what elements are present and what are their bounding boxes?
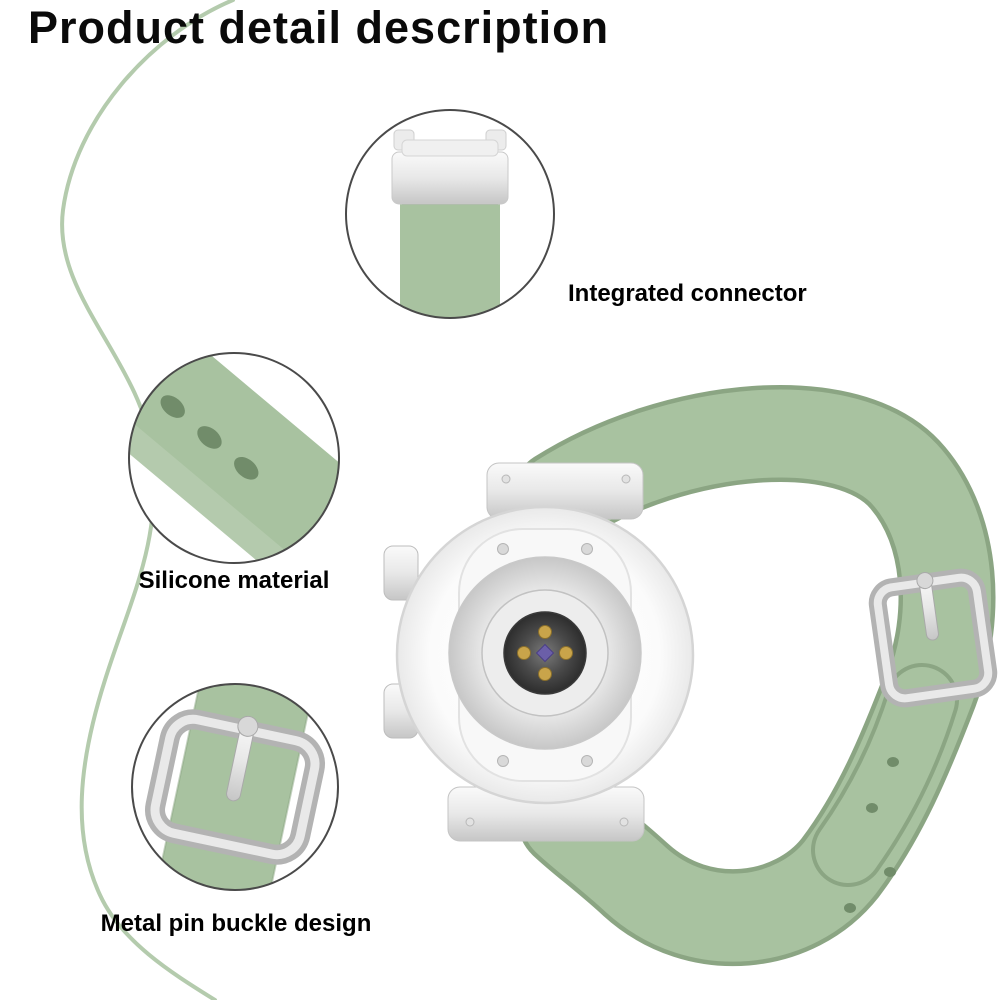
band-tail	[811, 663, 959, 887]
buckle-label: Metal pin buckle design	[100, 910, 372, 937]
callout-silicone	[128, 352, 340, 564]
connector-label: Integrated connector	[568, 280, 807, 307]
tail-hole	[887, 757, 899, 767]
sensor	[448, 556, 642, 750]
watch-button-upper	[383, 545, 419, 601]
bottom-connector	[447, 786, 645, 842]
charging-contacts	[517, 625, 573, 681]
decorative-curve	[60, 0, 235, 1000]
tail-hole	[866, 803, 878, 813]
callout-connector-outline	[345, 109, 555, 319]
center-contact	[535, 643, 555, 663]
back-plate-screws	[497, 543, 593, 767]
silicone-label: Silicone material	[138, 567, 330, 594]
band-buckle	[868, 568, 998, 708]
buckle-pin-head	[916, 572, 934, 590]
connector-illustration	[391, 129, 509, 318]
band-holes	[844, 867, 896, 913]
callout-connector	[345, 109, 555, 319]
callout-silicone-outline	[128, 352, 340, 564]
buckle-pin-head-zoom	[237, 715, 259, 737]
callout-buckle	[131, 683, 339, 891]
page-title: Product detail description	[28, 2, 610, 53]
callout-buckle-outline	[131, 683, 339, 891]
band-tail-surface	[815, 667, 955, 883]
watch-back	[383, 462, 695, 842]
buckle-illustration	[145, 684, 325, 890]
